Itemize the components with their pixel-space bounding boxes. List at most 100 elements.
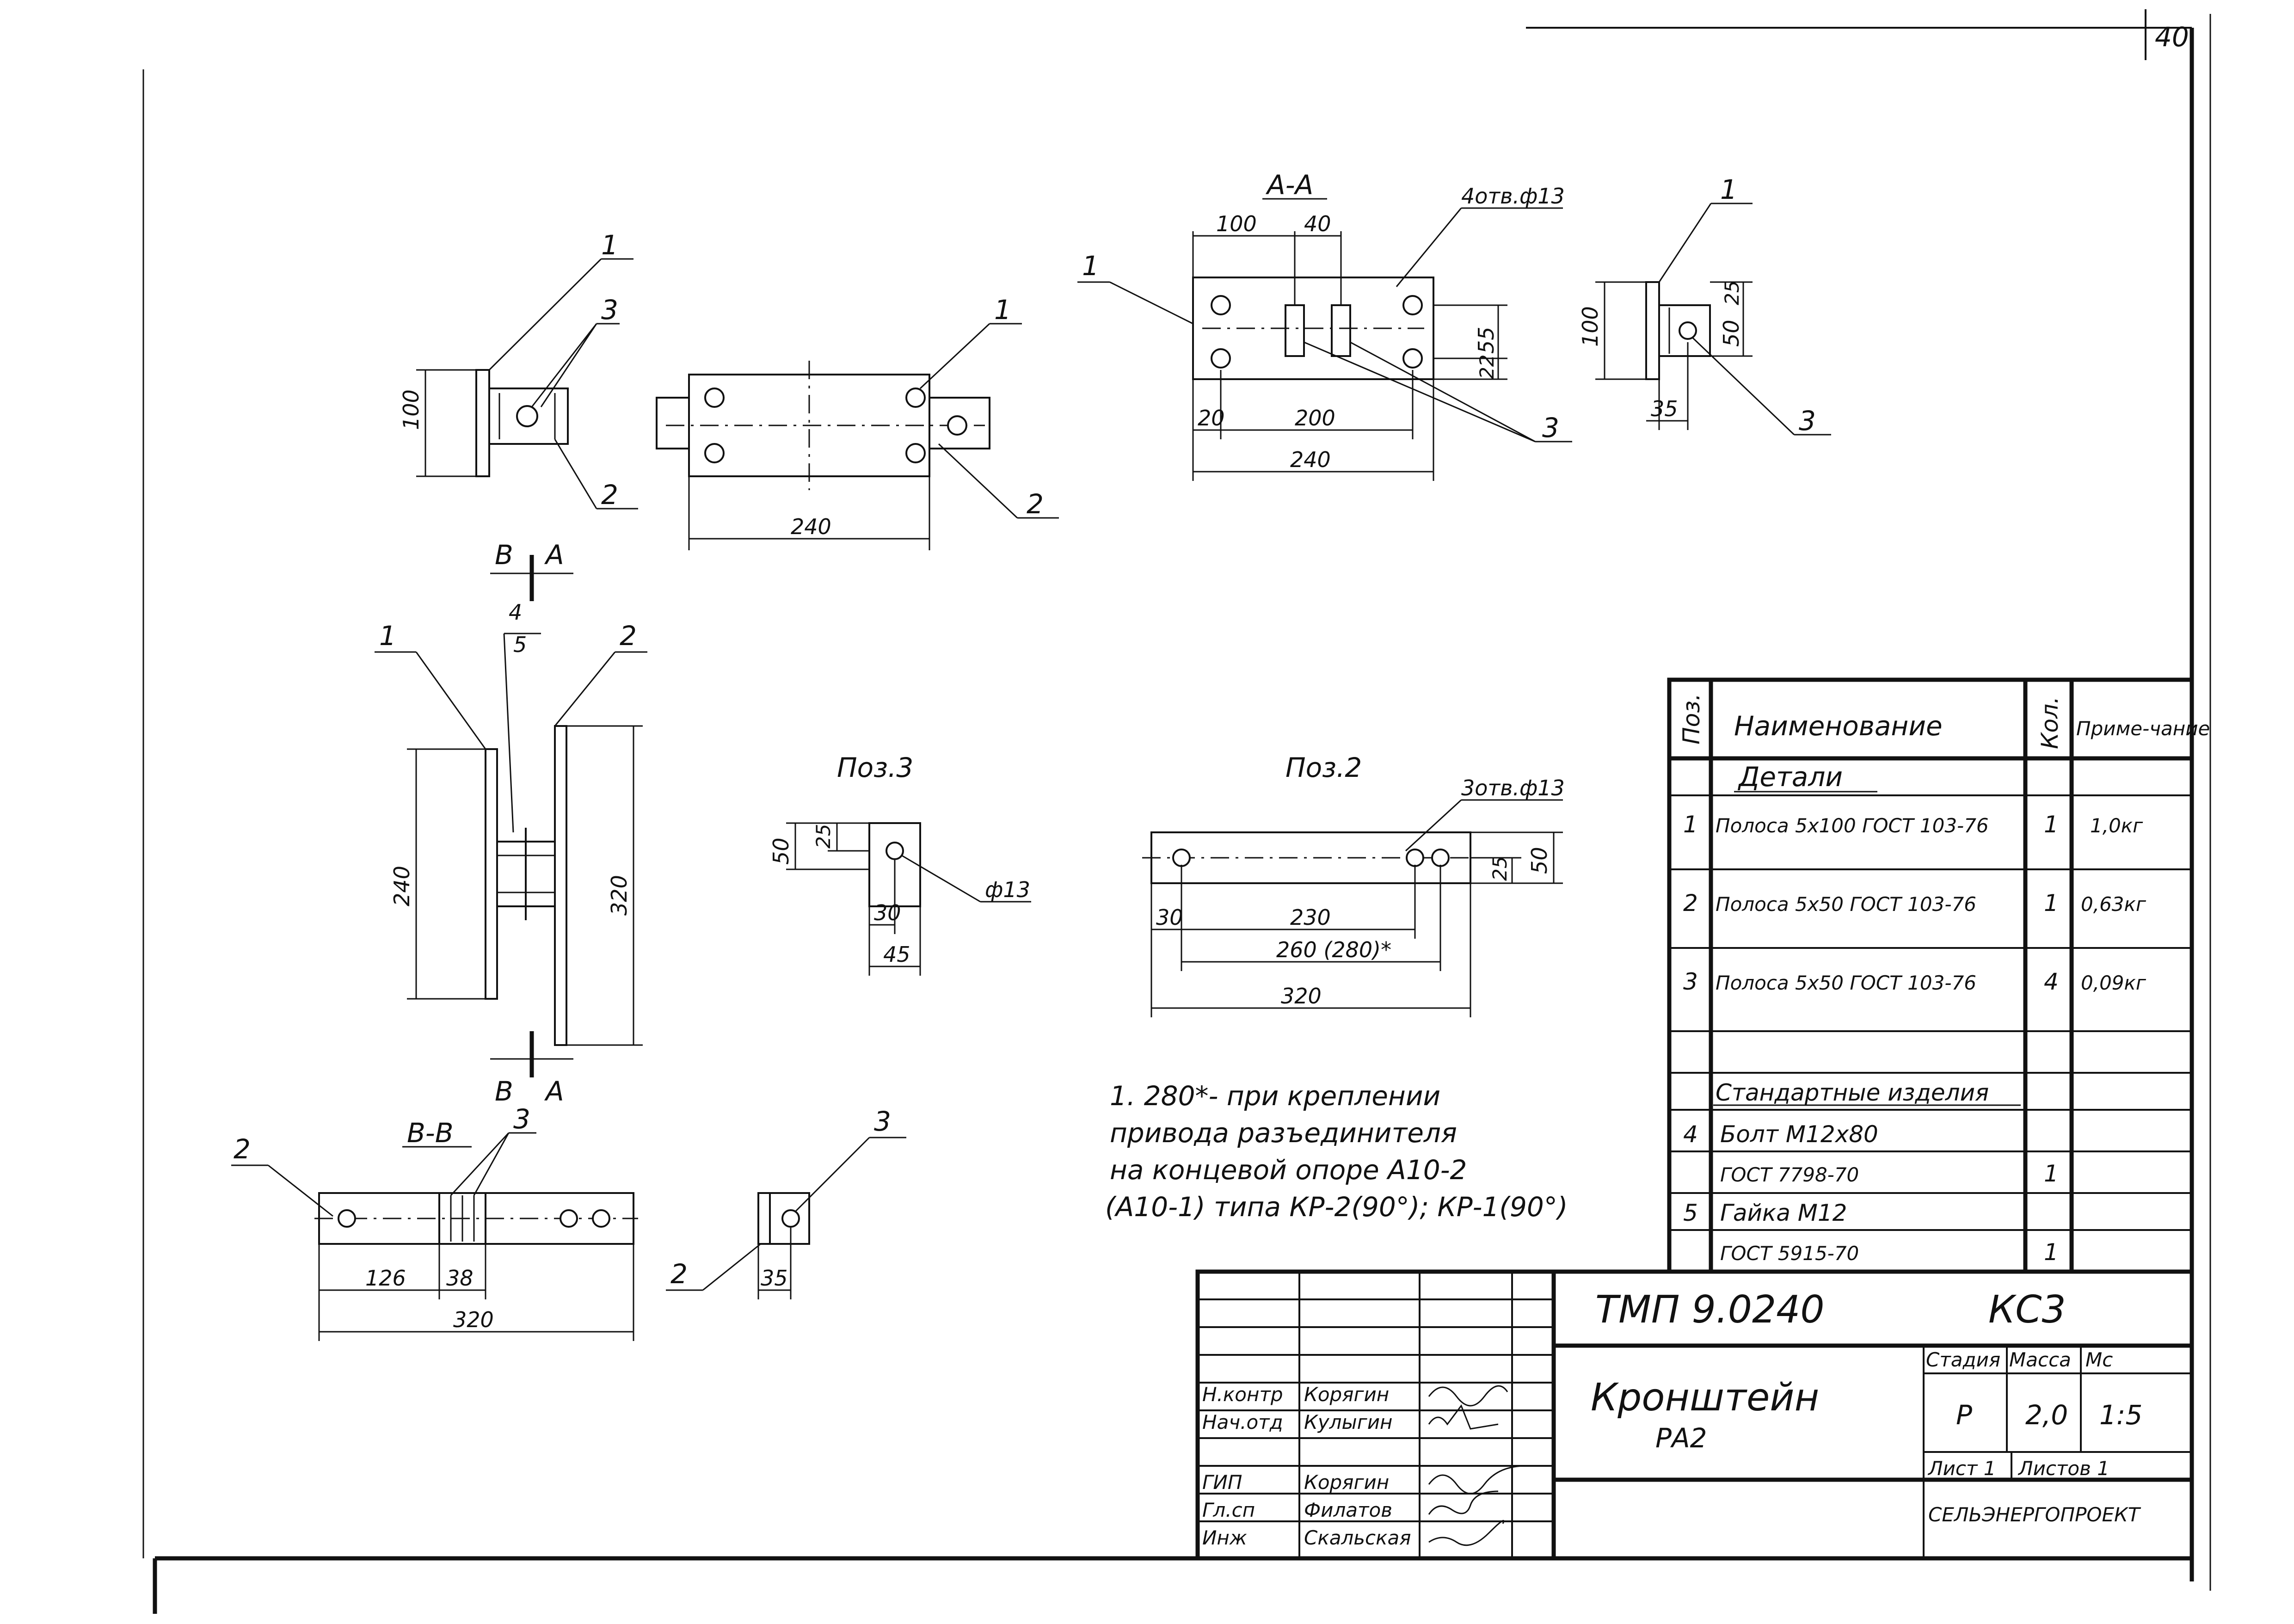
hole-icon — [516, 405, 538, 427]
spec-row-2-name: Полоса 5х50 ГОСТ 103-76 — [1716, 893, 1976, 916]
drawing-title: Кронштейн — [1591, 1376, 1819, 1420]
spec-row-3-name: Полоса 5х50 ГОСТ 103-76 — [1716, 972, 1976, 994]
leader-4: 4 — [509, 600, 522, 625]
dim-v1-100: 100 — [399, 389, 424, 430]
note-line-3: на концевой опоре А10-2 — [1110, 1154, 1467, 1186]
dim-side-25: 25 — [1721, 281, 1743, 305]
cut-mark-a-bottom: А — [544, 1076, 564, 1107]
staff-role-1: Н.контр — [1202, 1383, 1283, 1406]
leader-1b: 1 — [994, 294, 1011, 326]
spec-header-note: Приме-чание — [2076, 717, 2210, 740]
sheet-frame: 40 — [142, 9, 2211, 1614]
dim-p2-30: 30 — [1156, 905, 1183, 930]
leader-5: 5 — [513, 632, 527, 657]
drawing-subtitle: РА2 — [1655, 1422, 1707, 1454]
dim-p2-holes: 3отв.ф13 — [1461, 775, 1565, 800]
spec-row-1-pos: 1 — [1683, 811, 1698, 838]
spec-row-3-pos: 3 — [1683, 968, 1698, 995]
dim-side-100: 100 — [1578, 306, 1603, 347]
spec-std-2-name: ГОСТ 7798-70 — [1720, 1163, 1859, 1186]
view-pos2: Поз.2 3отв.ф13 30 230 260 (280)* 320 50 … — [1142, 752, 1565, 1017]
spec-std-1-name: Болт М12х80 — [1720, 1121, 1878, 1148]
section-bb-title: В-В — [407, 1117, 454, 1149]
spec-row-2-qty: 1 — [2044, 890, 2059, 917]
dim-aa-holes: 4отв.ф13 — [1461, 184, 1565, 209]
staff-role-3: ГИП — [1202, 1471, 1242, 1494]
spec-section-details: Детали — [1737, 761, 1843, 793]
signature-marks — [1428, 1385, 1526, 1546]
dim-aa-55: 55 — [1474, 326, 1499, 354]
dim-aa-200: 200 — [1295, 406, 1335, 431]
staff-name-4: Филатов — [1304, 1499, 1392, 1521]
dim-aa-100: 100 — [1216, 211, 1257, 236]
note-line-2: привода разъединителя — [1110, 1117, 1457, 1149]
dim-v2-240: 240 — [791, 514, 831, 539]
dim-aa-240: 240 — [1290, 447, 1331, 472]
spec-std-4-qty: 1 — [2044, 1239, 2059, 1266]
note-line-1: 1. 280*- при креплении — [1110, 1080, 1440, 1112]
dim-p3-30: 30 — [874, 900, 901, 925]
staff-role-2: Нач.отд — [1202, 1411, 1283, 1433]
dim-p3-45: 45 — [883, 942, 910, 967]
spec-std-4-name: ГОСТ 5915-70 — [1720, 1242, 1859, 1265]
view-section-bb: В-В 126 38 320 2 3 — [231, 1103, 638, 1341]
section-code: КС3 — [1988, 1288, 2066, 1332]
dim-p3-d13: ф13 — [985, 877, 1030, 902]
leader-3d: 3 — [1799, 405, 1816, 437]
spec-row-3-qty: 4 — [2044, 968, 2059, 995]
cut-mark-a-top: А — [544, 539, 564, 571]
staff-name-2: Кулыгин — [1304, 1411, 1393, 1433]
view-assembly: В А 240 320 1 2 4 5 В А — [375, 539, 647, 1107]
view-front-plate: 240 1 2 — [656, 294, 1059, 550]
spec-row-2-note: 0,63кг — [2081, 893, 2146, 916]
leader-1e: 1 — [379, 620, 396, 652]
spec-row-3-note: 0,09кг — [2081, 972, 2146, 994]
leader-3f: 3 — [513, 1103, 530, 1135]
spec-std-2-qty: 1 — [2044, 1160, 2059, 1187]
leader-3c: 3 — [1542, 412, 1559, 443]
dim-side-35: 35 — [1651, 396, 1678, 421]
spec-row-1-name: Полоса 5х100 ГОСТ 103-76 — [1716, 814, 1989, 837]
leader-2: 2 — [601, 479, 618, 511]
spec-table: Поз. Наименование Кол. Приме-чание Детал… — [1667, 677, 2210, 1274]
view-section-aa: А-А 100 40 4отв.ф13 20 200 240 55 22 — [1077, 169, 1572, 481]
dim-p2-320: 320 — [1281, 984, 1322, 1009]
spec-std-3-pos: 5 — [1683, 1200, 1698, 1226]
spec-std-1-pos: 4 — [1683, 1121, 1698, 1148]
spec-row-1-qty: 1 — [2044, 811, 2059, 838]
dim-p2-25: 25 — [1488, 856, 1511, 881]
mass-value: 2,0 — [2025, 1399, 2068, 1431]
dim-p2-260: 260 (280)* — [1276, 937, 1391, 962]
leader-2g: 2 — [670, 1258, 688, 1290]
pos3-title: Поз.3 — [837, 752, 913, 783]
view-pos3: Поз.3 50 25 30 45 ф13 — [769, 752, 1031, 976]
staff-role-5: Инж — [1202, 1526, 1247, 1549]
staff-name-5: Скальская — [1304, 1526, 1411, 1549]
doc-code: ТМП 9.0240 — [1595, 1288, 1824, 1332]
sheet-number: 40 — [2155, 21, 2189, 53]
mass-label: Масса — [2009, 1348, 2071, 1371]
view-side-right: 100 25 50 35 1 3 — [1578, 174, 1831, 437]
dim-bb-126: 126 — [365, 1266, 406, 1291]
staff-role-4: Гл.сп — [1202, 1499, 1255, 1521]
sheet-label: Лист 1 — [1927, 1457, 1996, 1480]
staff-name-1: Корягин — [1304, 1383, 1389, 1406]
title-block: ТМП 9.0240 КС3 Кронштейн РА2 Стадия Масс… — [1195, 1269, 2194, 1561]
scale-value: 1:5 — [2099, 1399, 2142, 1431]
dim-p3-50: 50 — [769, 837, 793, 865]
stage-label: Стадия — [1926, 1348, 2000, 1371]
spec-header-pos: Поз. — [1678, 693, 1705, 744]
note-block: 1. 280*- при креплении привода разъедини… — [1105, 1080, 1568, 1223]
dim-fr-320: 320 — [607, 875, 632, 916]
section-aa-title: А-А — [1265, 169, 1313, 201]
leader-2f: 2 — [234, 1133, 251, 1165]
spec-row-1-note: 1,0кг — [2090, 814, 2143, 837]
stage-value: Р — [1956, 1399, 1972, 1431]
leader-1d: 1 — [1720, 174, 1737, 205]
dim-bb-320: 320 — [453, 1307, 494, 1332]
cut-mark-b-top: В — [495, 539, 513, 571]
spec-row-2-pos: 2 — [1683, 890, 1698, 917]
spec-std-3-name: Гайка М12 — [1720, 1200, 1847, 1226]
